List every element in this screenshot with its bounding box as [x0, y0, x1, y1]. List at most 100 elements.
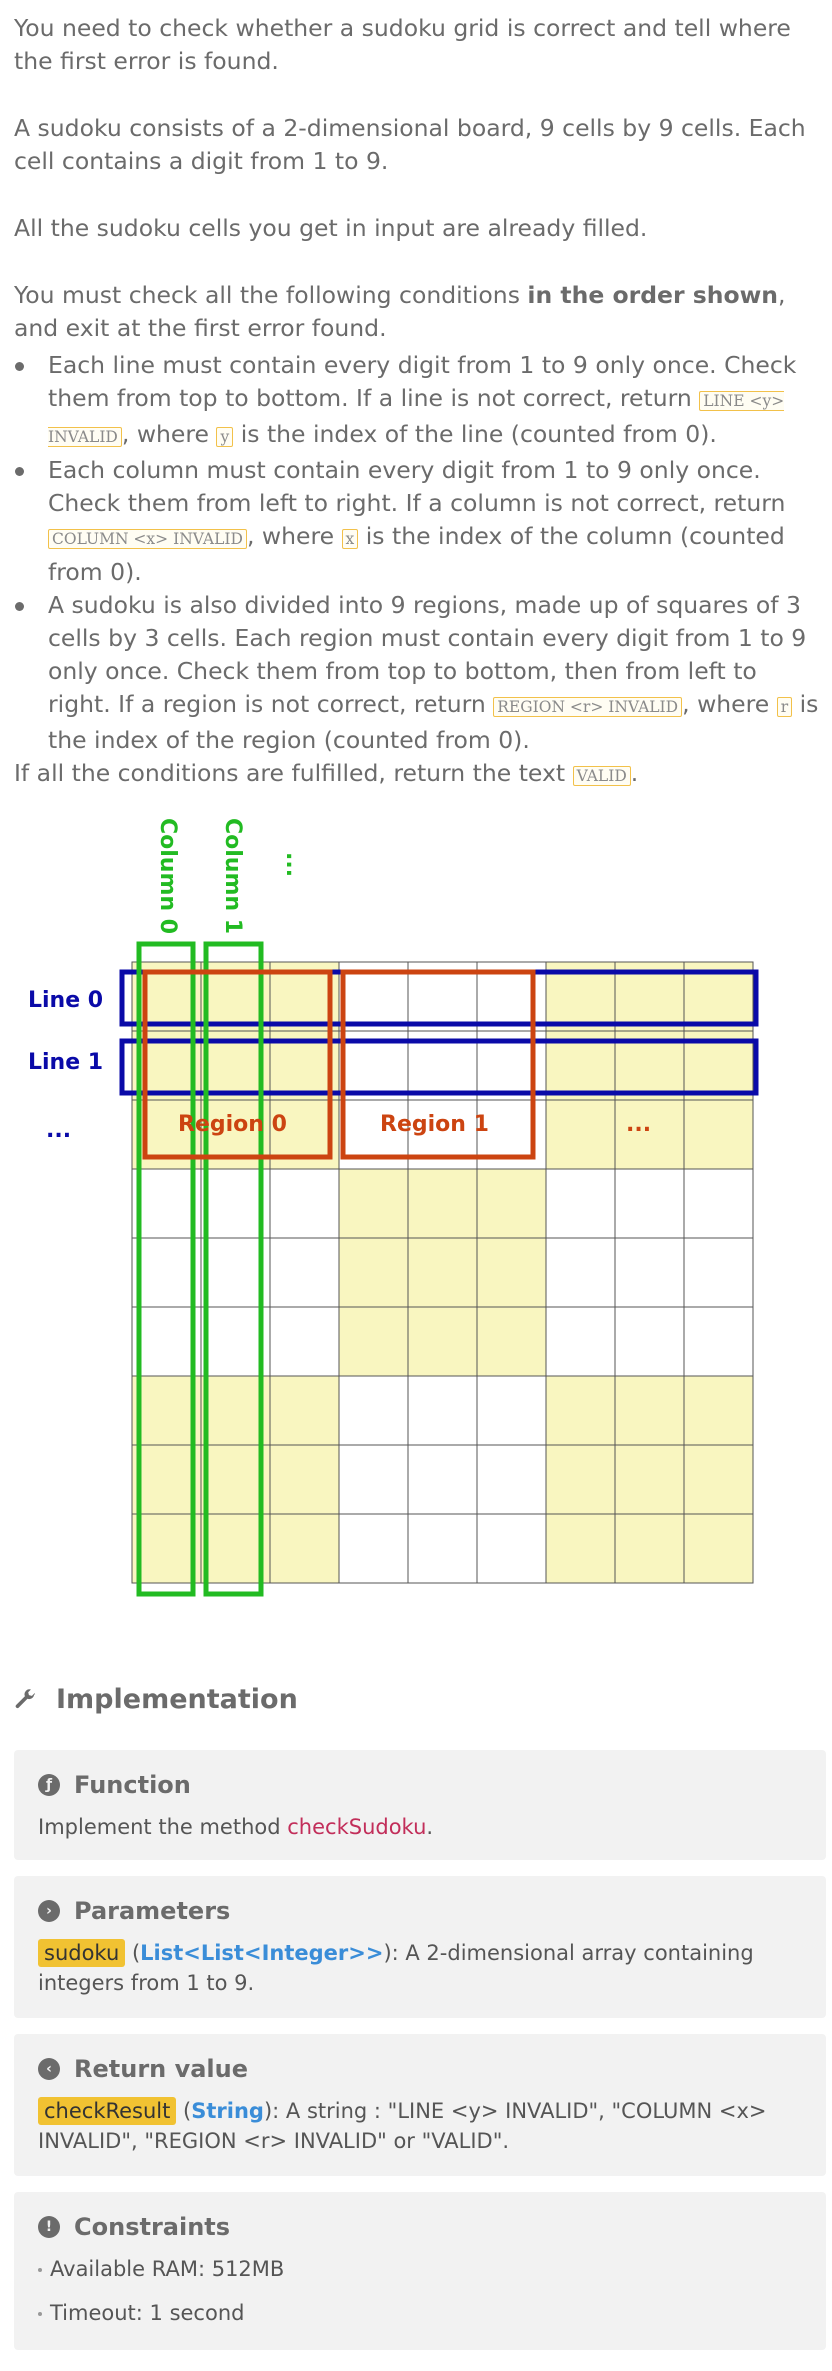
bullet-icon [15, 362, 24, 371]
grid-cell [338, 1237, 409, 1308]
grid-cell [545, 1306, 616, 1377]
rule-column: Each column must contain every digit fro… [15, 454, 820, 589]
grid-cell [476, 1513, 547, 1584]
line-1-label: Line 1 [28, 1050, 104, 1075]
rules-list: Each line must contain every digit from … [14, 349, 820, 757]
grid-cell [545, 1375, 616, 1446]
grid-cell [407, 1237, 478, 1308]
chevron-left-icon: ‹ [38, 2058, 60, 2080]
code-column-invalid: COLUMN <x> INVALID [48, 529, 247, 549]
grid-cell [269, 1375, 340, 1446]
param-name: sudoku [38, 1939, 126, 1967]
param-type: List<List<Integer>> [140, 1941, 384, 1965]
board-text: A sudoku consists of a 2-dimensional boa… [14, 114, 806, 175]
implementation-heading: Implementation [14, 1684, 298, 1715]
sudoku-grid [119, 941, 759, 1597]
grid-cell [476, 1168, 547, 1239]
bullet-icon [15, 467, 24, 476]
code-region-invalid: REGION <r> INVALID [493, 697, 683, 717]
grid-cell [269, 1168, 340, 1239]
grid-cell [476, 1306, 547, 1377]
grid-cell [545, 1513, 616, 1584]
grid-cell [269, 1444, 340, 1515]
grid-cell [683, 1375, 754, 1446]
intro-text: You need to check whether a sudoku grid … [14, 14, 791, 75]
grid-cell [545, 1168, 616, 1239]
code-valid: VALID [572, 766, 631, 786]
grid-cell [614, 1306, 685, 1377]
constraints-card: !Constraints Available RAM: 512MB Timeou… [14, 2192, 826, 2350]
grid-cell [614, 1168, 685, 1239]
column-0-highlight [136, 941, 196, 1597]
code-r: r [776, 697, 793, 717]
grid-cell [614, 1099, 685, 1170]
parameters-heading: ›Parameters [38, 1896, 800, 1926]
grid-cell [269, 1513, 340, 1584]
grid-cell [683, 1237, 754, 1308]
grid-cell [338, 1444, 409, 1515]
grid-cell [683, 1513, 754, 1584]
code-x: x [341, 529, 359, 549]
region-1-label: Region 1 [380, 1112, 489, 1137]
return-value-heading: ‹Return value [38, 2054, 800, 2084]
grid-cell [269, 1306, 340, 1377]
return-value-card: ‹Return value checkResult (String): A st… [14, 2034, 826, 2176]
line-more-label: ... [46, 1118, 72, 1143]
grid-cell [683, 1099, 754, 1170]
grid-cell [407, 1168, 478, 1239]
grid-cell [683, 1306, 754, 1377]
region-1-highlight [340, 969, 536, 1160]
grid-cell [614, 1513, 685, 1584]
grid-cell [407, 1375, 478, 1446]
wrench-icon [15, 1688, 36, 1708]
chevron-right-icon: › [38, 1900, 60, 1922]
grid-cell [545, 1099, 616, 1170]
line-1-highlight [119, 1038, 759, 1096]
constraints-heading: !Constraints [38, 2212, 800, 2242]
return-name: checkResult [38, 2097, 177, 2125]
code-y: y [216, 427, 234, 447]
grid-cell [545, 1237, 616, 1308]
order-emphasis: in the order shown [527, 281, 779, 309]
grid-cell [545, 1444, 616, 1515]
grid-cell [476, 1375, 547, 1446]
order-text: You must check all the following conditi… [14, 281, 786, 342]
grid-cell [614, 1237, 685, 1308]
column-0-label: Column 0 [155, 818, 180, 935]
grid-cell [338, 1306, 409, 1377]
grid-cell [614, 1444, 685, 1515]
rule-line: Each line must contain every digit from … [15, 349, 820, 454]
grid-cell [338, 1513, 409, 1584]
grid-cell [338, 1375, 409, 1446]
column-more-label: ... [281, 852, 306, 878]
grid-cell [131, 1375, 202, 1446]
grid-cell [338, 1168, 409, 1239]
grid-cell [407, 1306, 478, 1377]
grid-cell [131, 1168, 202, 1239]
region-0-label: Region 0 [178, 1112, 287, 1137]
column-1-highlight [203, 941, 264, 1597]
grid-cell [131, 1306, 202, 1377]
line-0-label: Line 0 [28, 988, 104, 1013]
grid-cell [683, 1168, 754, 1239]
region-0-highlight [142, 969, 333, 1160]
return-type: String [191, 2099, 264, 2123]
grid-cell [476, 1237, 547, 1308]
rule-region: A sudoku is also divided into 9 regions,… [15, 589, 820, 757]
grid-cell [131, 1444, 202, 1515]
parameters-card: ›Parameters sudoku (List<List<Integer>>)… [14, 1876, 826, 2018]
sudoku-diagram: Column 0 Column 1 ... Line 0 Line 1 ... … [0, 790, 832, 1620]
grid-cell [269, 1237, 340, 1308]
filled-text: All the sudoku cells you get in input ar… [14, 214, 648, 242]
grid-cell [407, 1444, 478, 1515]
grid-cell [476, 1444, 547, 1515]
exclamation-icon: ! [38, 2216, 60, 2238]
region-more-label: ... [626, 1112, 652, 1137]
constraint-item: Timeout: 1 second [38, 2298, 800, 2328]
constraint-item: Available RAM: 512MB [38, 2254, 800, 2284]
valid-text: If all the conditions are fulfilled, ret… [14, 759, 639, 787]
bullet-icon [15, 602, 24, 611]
grid-cell [614, 1375, 685, 1446]
